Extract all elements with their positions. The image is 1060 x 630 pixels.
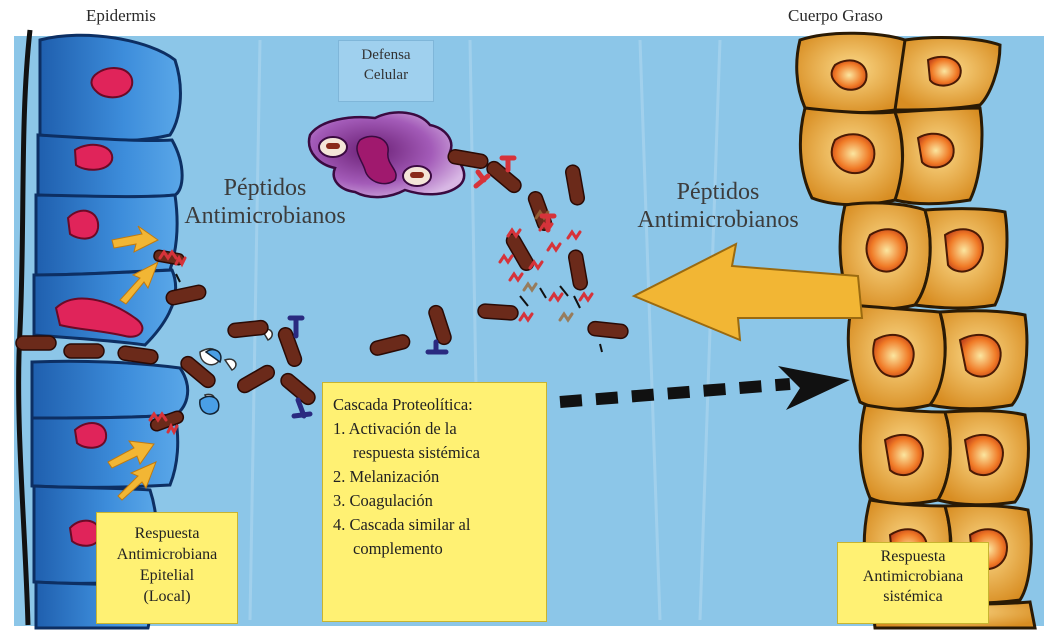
cascade-step-3: 3. Coagulación [333,489,538,513]
peptides-right-line: Antimicrobianos [618,206,818,234]
local-response-line: Respuesta [97,523,237,544]
peptide-icon [176,258,185,264]
cell-defense-label: Defensa Celular [338,40,434,102]
bacterium-icon [64,344,104,358]
nucleus-icon [75,145,112,170]
local-response-box: Respuesta Antimicrobiana Epitelial (Loca… [96,512,238,624]
peptide-icon [520,314,532,320]
peptide-icon [580,294,592,300]
peptides-left-line: Péptidos [150,174,380,202]
cascade-title: Cascada Proteolítica: [333,393,538,417]
peptide-icon [508,230,520,236]
local-response-line: (Local) [97,586,237,607]
peptides-left-line: Antimicrobianos [150,202,380,230]
cell-defense-line: Celular [339,65,433,85]
systemic-response-line: sistémica [838,587,988,607]
peptide-icon [548,244,560,250]
systemic-response-line: Antimicrobiana [838,567,988,587]
epithelial-cell-icon [32,361,188,418]
peptides-left-label: Péptidos Antimicrobianos [150,174,380,230]
cascade-step-4-cont: complemento [333,537,538,561]
nucleus-icon [68,211,98,239]
cascade-step-2: 2. Melanización [333,465,538,489]
peptide-icon [510,274,522,280]
bacterium-icon [478,304,519,321]
cascade-step-1: 1. Activación de la [333,417,538,441]
nucleus-icon [75,423,106,448]
peptide-icon [568,232,580,238]
cell-defense-line: Defensa [339,45,433,65]
systemic-response-line: Respuesta [838,547,988,567]
cascade-step-4: 4. Cascada similar al [333,513,538,537]
proteolytic-cascade-box: Cascada Proteolítica: 1. Activación de l… [322,382,547,622]
epidermis-label: Epidermis [86,6,156,26]
systemic-response-box: Respuesta Antimicrobiana sistémica [837,542,989,624]
local-response-line: Antimicrobiana [97,544,237,565]
cascade-step-1-cont: respuesta sistémica [333,441,538,465]
bacterium-icon [16,336,56,350]
peptide-icon [550,294,562,300]
peptide-icon [168,426,177,432]
peptides-right-line: Péptidos [618,178,818,206]
peptide-icon [530,262,542,268]
peptides-right-label: Péptidos Antimicrobianos [618,178,818,234]
peptide-icon [500,256,512,262]
nucleus-icon [91,68,132,97]
local-response-line: Epitelial [97,565,237,586]
fat-body-label: Cuerpo Graso [788,6,883,26]
